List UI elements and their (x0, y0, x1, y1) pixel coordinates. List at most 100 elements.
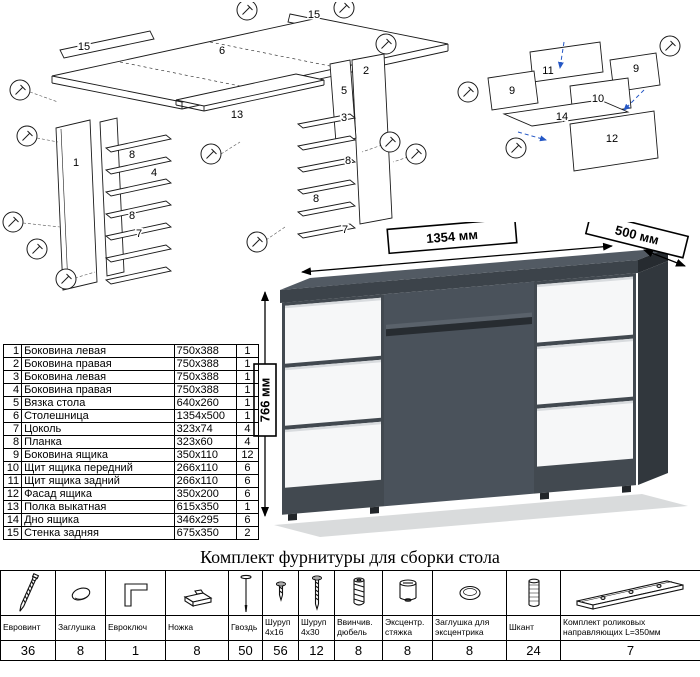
hardware-callout-icons (2, 2, 427, 290)
part-number: 9 (2, 448, 23, 462)
part-qty: 2 (235, 526, 260, 540)
hardware-callout-icons (457, 35, 681, 159)
part-name: Дно ящика (21, 513, 175, 527)
drawer-slides-icon (560, 570, 700, 616)
hardware-qty: 8 (432, 640, 507, 661)
desk-callout-labels: 15 6 15 2 5 13 1 8 4 8 7 3 8 8 7 (71, 8, 370, 242)
hardware-name: Шуруп 4x16 (262, 615, 299, 641)
hardware-qty: 50 (228, 640, 263, 661)
hardware-name: Комплект роликовых направляющих L=350мм (560, 615, 700, 641)
callout-label: 6 (219, 45, 225, 57)
part-name: Полка выкатная (21, 500, 175, 514)
part-size: 346x295 (173, 513, 237, 527)
part-qty: 1 (235, 396, 260, 410)
part-qty: 4 (235, 422, 260, 436)
part-name: Боковина ящика (21, 448, 175, 462)
part-name: Стенка задняя (21, 526, 175, 540)
part-qty: 6 (235, 513, 260, 527)
part-number: 11 (2, 474, 23, 488)
callout-label: 8 (345, 155, 351, 167)
keyboard-tray-front (386, 317, 532, 337)
part-size: 675x350 (173, 526, 237, 540)
hardware-qty-row: 36 8 1 8 50 56 12 8 8 8 24 7 (0, 640, 700, 661)
callout-label: 15 (308, 9, 320, 21)
callout-label: 3 (341, 112, 347, 124)
drawer-back-part (529, 41, 604, 83)
desk-exploded-diagram: 15 6 15 2 5 13 1 8 4 8 7 3 8 8 7 (2, 2, 449, 291)
hex-key-icon (105, 570, 166, 616)
back-panel-part (59, 30, 155, 59)
hardware-table: Евровинт Заглушка Евроключ Ножка Гвоздь … (0, 570, 700, 661)
part-number: 13 (2, 500, 23, 514)
callout-label: 8 (313, 193, 319, 205)
part-number: 8 (2, 435, 23, 449)
wood-dowel-icon (506, 570, 561, 616)
part-qty: 6 (235, 461, 260, 475)
part-name: Цоколь (21, 422, 175, 436)
part-size: 1354x500 (173, 409, 237, 423)
part-qty: 1 (235, 344, 260, 358)
callout-label: 7 (342, 224, 348, 236)
side-panel-part (99, 117, 125, 277)
hardware-name: Шуруп 4x30 (298, 615, 335, 641)
hardware-icons-row (0, 570, 700, 616)
part-name: Боковина левая (21, 370, 175, 384)
part-name: Планка (21, 435, 175, 449)
callout-label: 2 (363, 65, 369, 77)
part-qty: 4 (235, 435, 260, 449)
leader-lines (22, 91, 409, 279)
part-qty: 1 (235, 500, 260, 514)
callout-label: 8 (129, 149, 135, 161)
part-number: 10 (2, 461, 23, 475)
part-name: Фасад ящика (21, 487, 175, 501)
part-number: 1 (2, 344, 23, 358)
callout-label: 4 (151, 167, 157, 179)
hardware-qty: 8 (334, 640, 383, 661)
cam-lock-icon (382, 570, 433, 616)
hardware-name: Евровинт (0, 615, 56, 641)
center-bay (384, 281, 534, 507)
hardware-name: Гвоздь (228, 615, 263, 641)
part-size: 750x388 (173, 344, 237, 358)
desk-3d-render: 766 мм 1354 мм 500 мм (253, 222, 690, 537)
screw-4x16-icon (262, 570, 299, 616)
hardware-qty: 8 (382, 640, 433, 661)
hardware-qty: 1 (105, 640, 166, 661)
drawer-facade-part (569, 110, 659, 172)
right-side-panel-part (351, 53, 393, 225)
part-name: Щит ящика задний (21, 474, 175, 488)
part-size: 750x388 (173, 357, 237, 371)
part-size: 350x200 (173, 487, 237, 501)
callout-label: 15 (78, 41, 90, 53)
callout-label: 10 (592, 93, 604, 105)
callout-label: 12 (606, 133, 618, 145)
part-number: 12 (2, 487, 23, 501)
cam-cover-icon (432, 570, 507, 616)
insert-dowel-icon (334, 570, 383, 616)
width-dimension-value: 1354 мм (426, 227, 479, 246)
desk-feet (288, 485, 631, 521)
dimension-labels: 766 мм 1354 мм 500 мм (253, 222, 690, 437)
callout-label: 11 (542, 65, 553, 77)
part-qty: 1 (235, 357, 260, 371)
hardware-qty: 7 (560, 640, 700, 661)
hardware-qty: 24 (506, 640, 561, 661)
part-size: 750x388 (173, 370, 237, 384)
part-number: 2 (2, 357, 23, 371)
part-qty: 6 (235, 474, 260, 488)
nail-icon (228, 570, 263, 616)
hardware-name: Шкант (506, 615, 561, 641)
part-qty: 6 (235, 487, 260, 501)
part-number: 4 (2, 383, 23, 397)
drawer-exploded-diagram: 11 9 9 10 14 12 (457, 35, 681, 172)
hardware-names-row: Евровинт Заглушка Евроключ Ножка Гвоздь … (0, 615, 700, 641)
part-name: Боковина левая (21, 344, 175, 358)
